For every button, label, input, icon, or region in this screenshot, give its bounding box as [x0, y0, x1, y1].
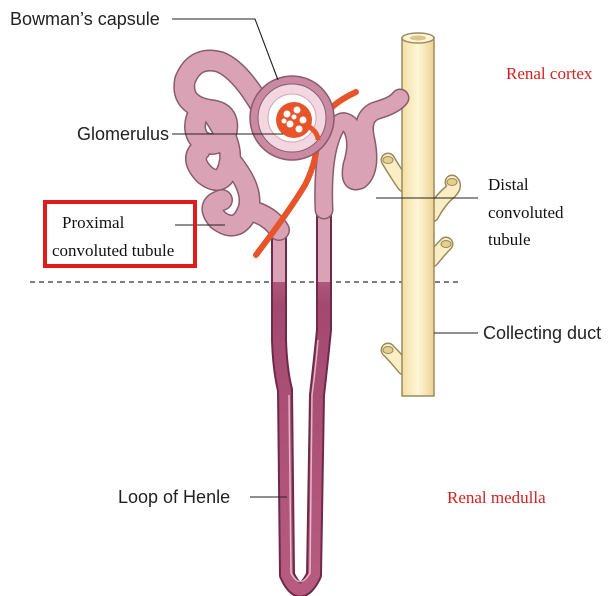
proximal-label-line1: Proximal: [62, 213, 125, 232]
collecting-duct: [383, 33, 457, 396]
distal-label-line1: Distal: [488, 175, 529, 194]
glomerulus-label: Glomerulus: [77, 124, 169, 144]
loop-of-henle: [279, 200, 324, 590]
renal-cortex-label: Renal cortex: [506, 64, 593, 83]
proximal-label-line2: convoluted tubule: [52, 241, 174, 260]
collecting-duct-label: Collecting duct: [483, 323, 601, 343]
distal-label-line3: tubule: [488, 230, 531, 249]
loop-of-henle-label: Loop of Henle: [118, 487, 230, 507]
distal-label-line2: convoluted: [488, 203, 564, 222]
bowmans-capsule-label: Bowman’s capsule: [10, 9, 160, 29]
renal-medulla-label: Renal medulla: [447, 488, 546, 507]
